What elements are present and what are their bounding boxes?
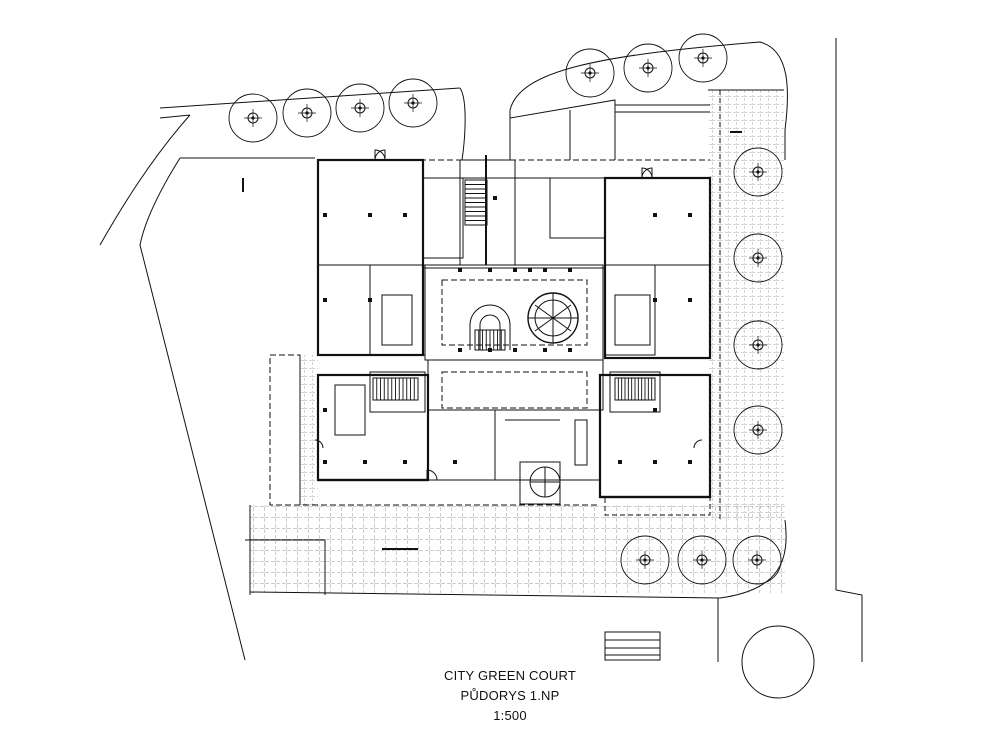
column-marker — [543, 348, 547, 352]
drawing-title: CITY GREEN COURT — [443, 668, 576, 683]
tree-symbol-icon — [282, 88, 332, 138]
tree-symbol-icon — [623, 43, 673, 93]
column-marker — [453, 460, 457, 464]
column-marker — [653, 408, 657, 412]
tree-symbol-icon — [388, 78, 438, 128]
drawing-subtitle: PŮDORYS 1.NP — [460, 688, 560, 703]
tree-symbol-icon — [335, 83, 385, 133]
tree-symbol-icon — [733, 320, 783, 370]
tree-symbol-icon — [620, 535, 670, 585]
paving — [250, 89, 785, 593]
column-marker — [323, 213, 327, 217]
column-marker — [363, 460, 367, 464]
misc-marks — [242, 131, 742, 550]
atrium-tree-icon — [527, 292, 579, 344]
column-marker — [653, 213, 657, 217]
tree-symbol-icon — [732, 535, 782, 585]
column-marker — [458, 268, 462, 272]
column-marker — [458, 348, 462, 352]
column-marker — [368, 213, 372, 217]
column-marker — [513, 348, 517, 352]
column-marker — [528, 268, 532, 272]
column-marker — [688, 213, 692, 217]
column-marker — [403, 460, 407, 464]
trees — [228, 33, 783, 585]
column-marker — [403, 213, 407, 217]
tree-symbol-icon — [228, 93, 278, 143]
column-marker — [488, 348, 492, 352]
stair-icon — [614, 377, 656, 401]
column-marker — [688, 460, 692, 464]
building — [269, 99, 712, 661]
column-marker — [688, 298, 692, 302]
drawing-scale: 1:500 — [493, 708, 527, 723]
tree-symbol-icon — [677, 535, 727, 585]
columns — [323, 196, 692, 464]
column-marker — [568, 268, 572, 272]
column-marker — [368, 298, 372, 302]
spiral-stair-icon — [469, 304, 511, 350]
column-marker — [618, 460, 622, 464]
column-marker — [323, 460, 327, 464]
tree-symbol-icon — [678, 33, 728, 83]
column-marker — [323, 408, 327, 412]
tree-symbol-icon — [733, 147, 783, 197]
column-marker — [513, 268, 517, 272]
column-marker — [488, 268, 492, 272]
tree-symbol-icon — [565, 48, 615, 98]
column-marker — [323, 298, 327, 302]
column-marker — [543, 268, 547, 272]
column-marker — [568, 348, 572, 352]
doors — [314, 149, 703, 498]
tree-symbol-icon — [733, 233, 783, 283]
column-marker — [653, 298, 657, 302]
tree-symbol-icon — [733, 405, 783, 455]
stairs — [372, 179, 656, 401]
stair-icon — [372, 377, 419, 401]
column-marker — [493, 196, 497, 200]
column-marker — [653, 460, 657, 464]
stair-icon — [464, 179, 488, 226]
